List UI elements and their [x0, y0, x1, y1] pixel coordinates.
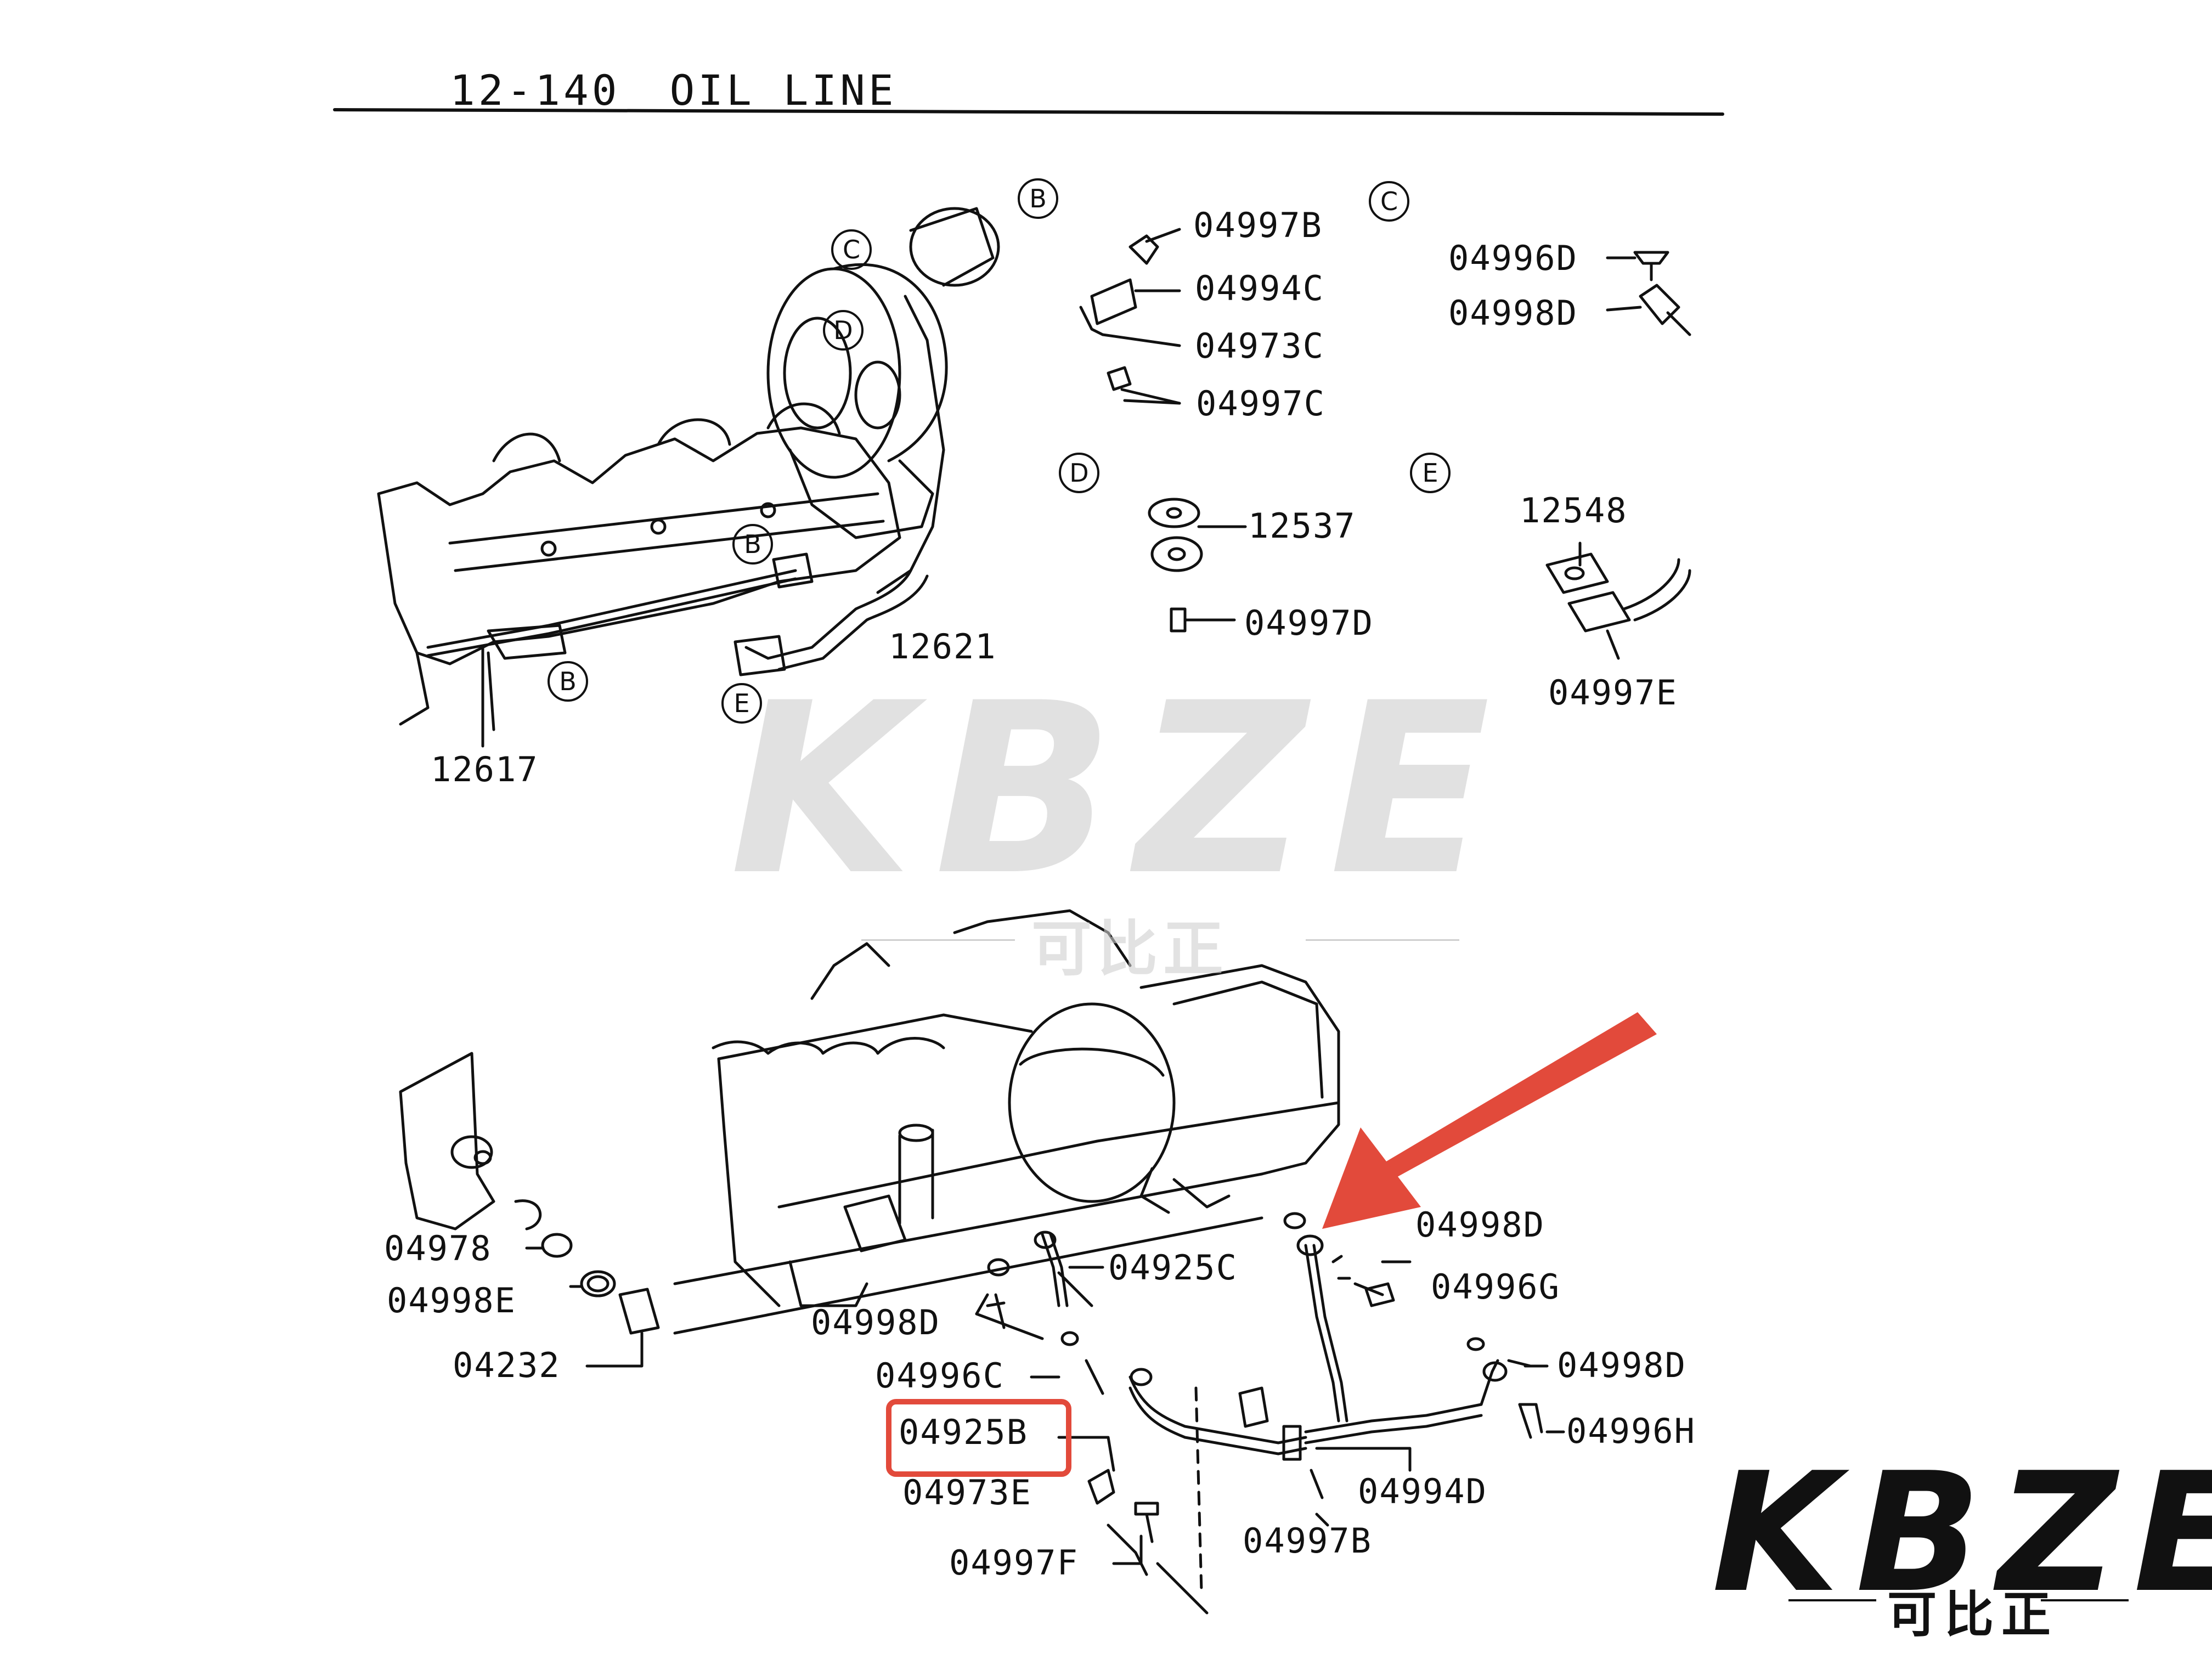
label-04997B-top: 04997B	[1193, 205, 1323, 245]
diagram-title: 12-140 OIL LINE	[450, 66, 946, 115]
label-04232: 04232	[453, 1345, 561, 1385]
logo-rule-left	[1788, 1599, 1876, 1601]
label-04973E: 04973E	[902, 1472, 1032, 1513]
watermark-brand: KBZE	[730, 653, 1513, 927]
label-04997D: 04997D	[1244, 603, 1374, 643]
oil-feed-pipe-12617	[426, 552, 814, 748]
label-12621: 12621	[889, 627, 997, 667]
label-04996C: 04996C	[875, 1356, 1005, 1396]
marker-b-manifold: B	[732, 524, 773, 565]
marker-e-pipe: E	[721, 683, 762, 724]
label-12548: 12548	[1520, 490, 1628, 531]
label-04998D-arrow: 04998D	[1415, 1205, 1545, 1245]
label-04997F: 04997F	[949, 1543, 1079, 1583]
front-cover-drawing	[399, 1052, 542, 1231]
label-04925C: 04925C	[1108, 1248, 1238, 1288]
callout-arrow	[1322, 1012, 1657, 1229]
label-04998D-right: 04998D	[1557, 1345, 1686, 1385]
marker-d-turbo: D	[823, 310, 864, 351]
detail-d-parts	[1148, 498, 1247, 633]
highlight-box-04925B	[886, 1399, 1071, 1477]
label-04998D-top: 04998D	[1448, 293, 1578, 333]
label-04978: 04978	[384, 1228, 492, 1268]
watermark-rule-left	[861, 939, 1015, 941]
title-code: 12-140	[450, 66, 620, 115]
label-04996G: 04996G	[1431, 1267, 1560, 1307]
marker-d-detail: D	[1059, 453, 1099, 493]
label-12537: 12537	[1248, 506, 1356, 546]
watermark-rule-right	[1306, 939, 1459, 941]
label-04998E: 04998E	[387, 1280, 516, 1321]
logo-rule-right	[2041, 1599, 2129, 1601]
marker-e-detail: E	[1410, 453, 1451, 493]
turbocharger-drawing	[766, 207, 1000, 594]
marker-c-detail: C	[1369, 181, 1409, 222]
label-04925B: 04925B	[899, 1412, 1028, 1452]
watermark-chinese: 可比正	[1031, 914, 1229, 984]
kbze-logo-chinese: 可比正	[1887, 1586, 2058, 1644]
detail-e-parts	[1545, 541, 1691, 660]
label-04996H: 04996H	[1566, 1411, 1696, 1451]
oring-04998E	[580, 1270, 616, 1297]
label-04994C: 04994C	[1195, 268, 1324, 308]
label-04997E: 04997E	[1548, 673, 1678, 713]
bolt-04997F	[1134, 1502, 1159, 1516]
marker-b-pipe: B	[548, 661, 588, 702]
detail-b-parts	[1079, 228, 1181, 405]
label-04997B-bottom: 04997B	[1243, 1521, 1372, 1561]
bolt-04232	[618, 1288, 660, 1335]
label-04973C: 04973C	[1195, 326, 1324, 366]
engine-block-drawing	[673, 909, 1340, 1335]
label-04994D: 04994D	[1358, 1471, 1487, 1511]
label-04996D: 04996D	[1448, 238, 1578, 278]
marker-c-turbo: C	[831, 229, 872, 270]
oil-return-pipe-12621	[733, 569, 929, 676]
bracket-04973E	[1087, 1469, 1115, 1505]
label-04997C: 04997C	[1196, 383, 1325, 424]
oil-pipe-04925-drawing	[986, 1212, 1543, 1461]
title-name: OIL LINE	[669, 66, 897, 115]
detail-c-parts	[1606, 251, 1691, 336]
kbze-logo: KBZE	[1712, 1437, 2212, 1629]
seal-04978	[541, 1233, 573, 1258]
marker-b-detail: B	[1018, 178, 1058, 219]
label-04998D-mid: 04998D	[811, 1302, 940, 1342]
title-underline	[333, 108, 1724, 116]
label-12617: 12617	[431, 749, 539, 789]
